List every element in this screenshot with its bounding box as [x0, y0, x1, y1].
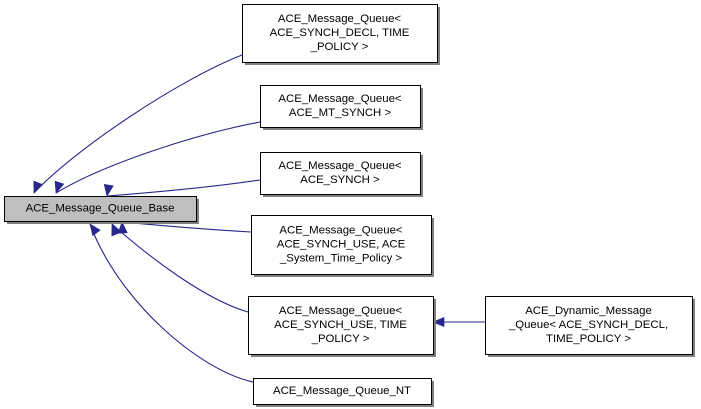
node-mq-synch[interactable]: ACE_Message_Queue< ACE_SYNCH >: [260, 152, 424, 198]
node-box[interactable]: [260, 85, 421, 128]
node-box[interactable]: [485, 296, 693, 355]
node-label-line: ACE_Message_Queue<: [279, 305, 403, 317]
node-layer: ACE_Message_Queue_BaseACE_Message_Queue<…: [4, 4, 696, 408]
node-label-line: ACE_SYNCH_USE, TIME: [274, 319, 407, 331]
node-mq-synch-use-system-time-policy[interactable]: ACE_Message_Queue< ACE_SYNCH_USE, ACE _Sys…: [251, 215, 435, 278]
node-label-line: ACE_Message_Queue_NT: [273, 385, 411, 397]
node-mq-mt-synch[interactable]: ACE_Message_Queue< ACE_MT_SYNCH >: [260, 85, 424, 131]
edge-mq-synch-to-base: [103, 179, 261, 197]
node-box[interactable]: [248, 296, 434, 355]
node-label-line: _POLICY >: [311, 333, 370, 345]
node-label-line: ACE_Message_Queue<: [278, 93, 402, 105]
node-label-line: _System_Time_Policy >: [279, 253, 402, 265]
node-box[interactable]: [260, 152, 421, 195]
node-label-line: ACE_SYNCH_USE, ACE: [277, 239, 406, 251]
node-mq-synch-use-time-policy[interactable]: ACE_Message_Queue< ACE_SYNCH_USE, TIME _PO…: [248, 296, 437, 358]
edge-mq-mt-synch-to-base: [54, 121, 261, 194]
node-dynamic-mq[interactable]: ACE_Dynamic_Message _Queue< ACE_SYNCH_DEC…: [485, 296, 696, 358]
edge-mq-synch-use-time-policy-to-base: [111, 223, 249, 313]
node-label-line: ACE_SYNCH >: [300, 174, 380, 186]
node-mq-nt[interactable]: ACE_Message_Queue_NT: [253, 378, 435, 408]
node-label-line: ACE_Message_Queue_Base: [26, 203, 175, 215]
node-label-line: _Queue< ACE_SYNCH_DECL,: [508, 319, 668, 331]
node-label-line: TIME_POLICY >: [546, 333, 631, 345]
node-label-line: ACE_Message_Queue<: [278, 160, 402, 172]
edge-mq-nt-to-base: [89, 223, 254, 383]
node-box[interactable]: [4, 196, 197, 222]
edge-dynamic-mq-to-mq-synch-use-time-policy: [432, 316, 485, 328]
node-label-line: _POLICY >: [310, 41, 369, 53]
edge-layer: [33, 54, 485, 383]
node-label-line: ACE_Message_Queue<: [279, 225, 403, 237]
node-mq-synch-decl-time-policy[interactable]: ACE_Message_Queue< ACE_SYNCH_DECL, TIME _P…: [242, 4, 441, 66]
node-label-line: ACE_MT_SYNCH >: [289, 107, 392, 119]
node-base[interactable]: ACE_Message_Queue_Base: [4, 196, 200, 225]
edge-mq-synch-decl-time-policy-to-base: [33, 54, 243, 194]
node-label-line: ACE_Message_Queue<: [278, 13, 402, 25]
node-label-line: ACE_SYNCH_DECL, TIME: [270, 27, 410, 39]
node-label-line: ACE_Dynamic_Message: [525, 305, 652, 317]
node-box[interactable]: [251, 215, 432, 275]
node-box[interactable]: [253, 378, 432, 405]
node-box[interactable]: [242, 4, 438, 63]
